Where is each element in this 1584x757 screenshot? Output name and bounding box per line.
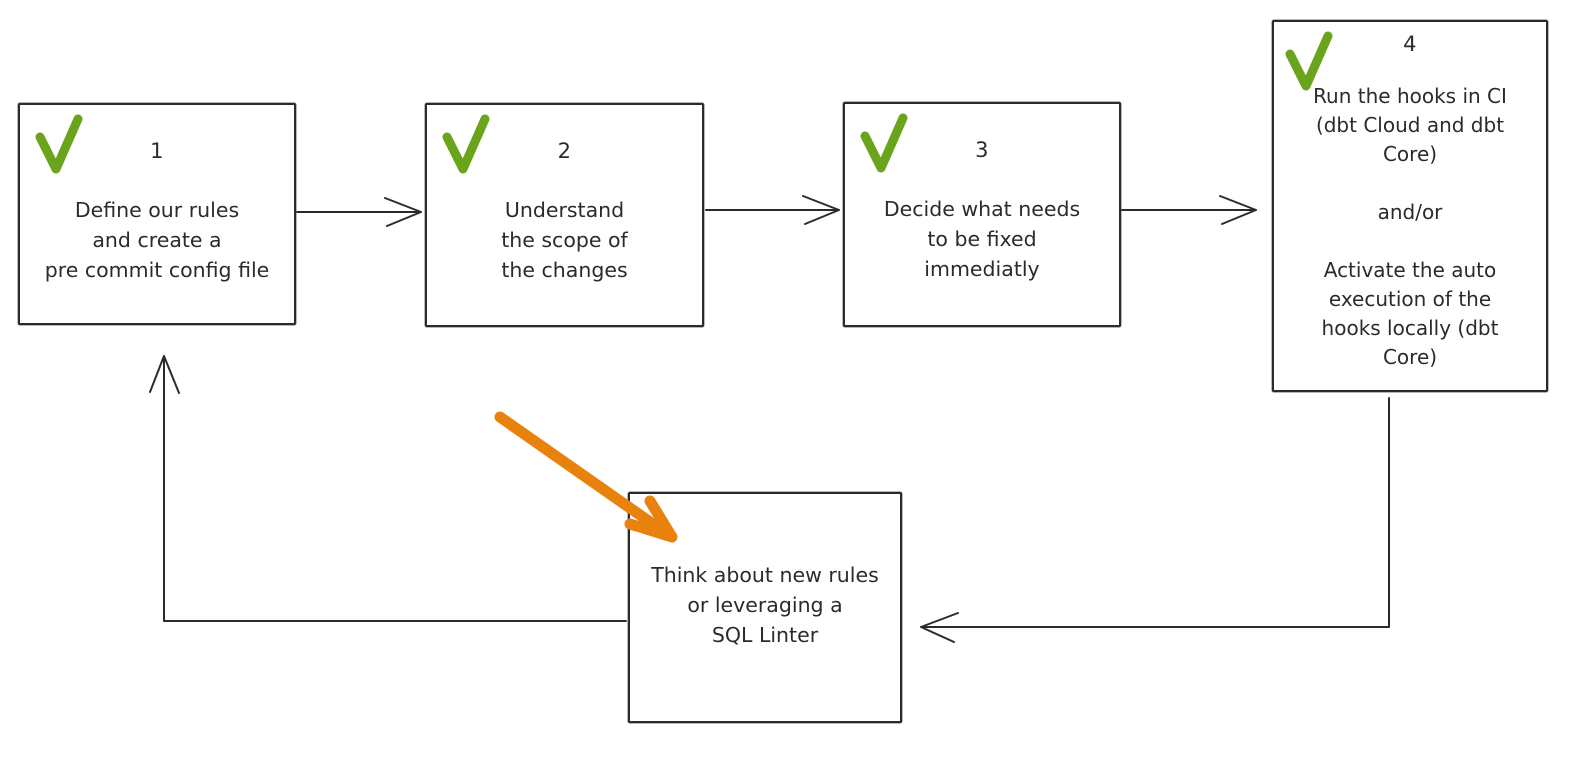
checkmark-icon [35,114,83,174]
step-number: 2 [557,139,572,163]
step-label: Run the hooks in CI (dbt Cloud and dbt C… [1313,84,1507,369]
step-label: Understand the scope of the changes [501,198,628,282]
review-box: Think about new rules or leveraging a SQ… [628,492,902,723]
step-box-2: 2 Understand the scope of the changes [425,103,704,327]
arrow-step3-to-step4 [1121,195,1257,225]
step-box-1: 1 Define our rules and create a pre comm… [18,103,296,325]
step-number: 4 [1403,32,1417,56]
checkmark-icon [860,113,908,173]
step-box-3: 3 Decide what needs to be fixed immediat… [843,102,1121,327]
step-label: Decide what needs to be fixed immediatly [883,197,1081,281]
checkmark-icon [442,114,490,174]
step-box-4: 4 Run the hooks in CI (dbt Cloud and dbt… [1272,20,1548,392]
review-label: Think about new rules or leveraging a SQ… [651,563,879,647]
checkmark-icon [1285,31,1333,91]
step-number: 1 [150,139,164,163]
arrow-review-to-step1 [149,355,627,622]
step-number: 3 [975,138,989,162]
arrow-step2-to-step3 [705,195,840,225]
arrow-step1-to-step2 [296,197,422,227]
step-label: Define our rules and create a pre commit… [44,198,270,282]
arrow-step4-to-review [920,397,1390,643]
